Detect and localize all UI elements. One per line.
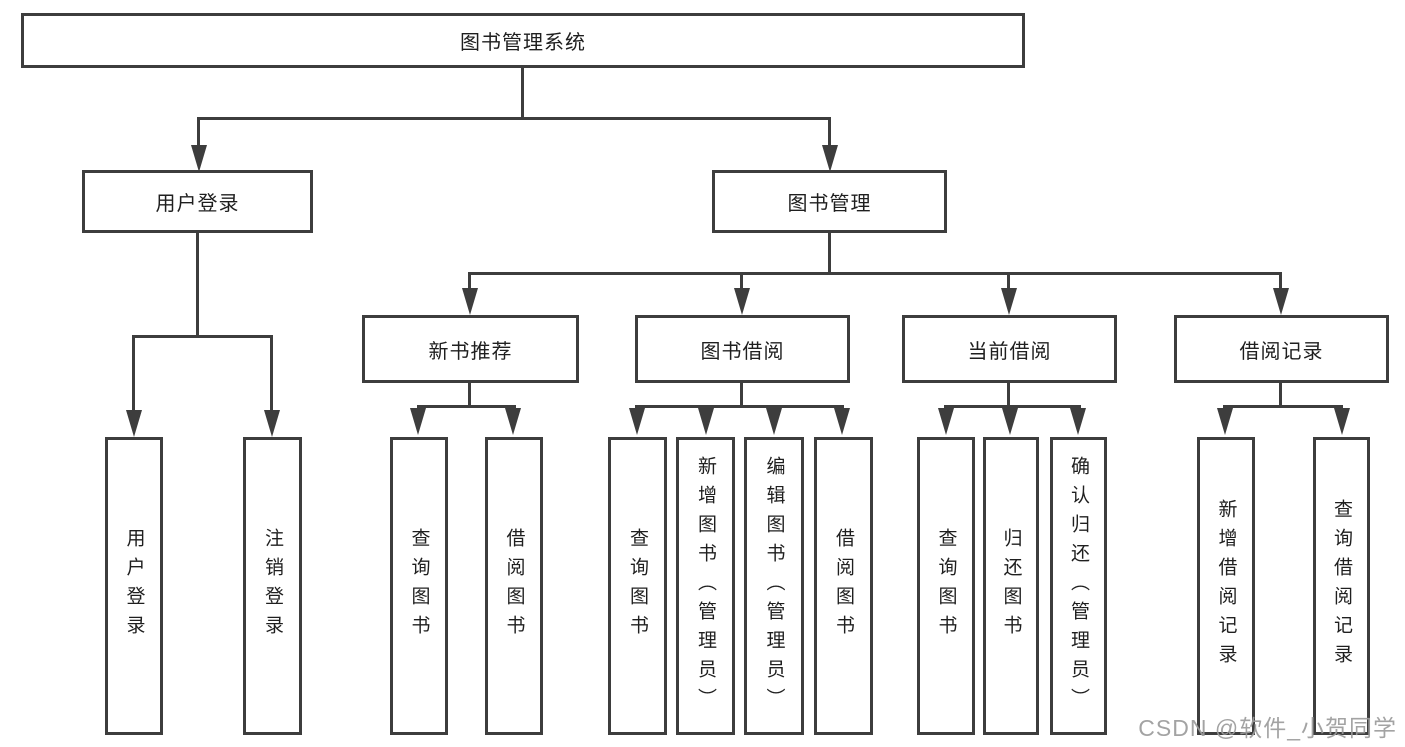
arrow-to-bb-query-icon [629, 408, 645, 435]
arrow-to-br-add-icon [1217, 408, 1233, 435]
arrow-to-br-query-icon [1334, 408, 1350, 435]
leaf-logout: 注销登录 [243, 437, 302, 735]
leaf-records-add-record: 新增借阅记录 [1197, 437, 1255, 735]
connector-current-borrow-shaft [1007, 274, 1010, 290]
leaf-newbook-query-books-label: 查询图书 [408, 528, 430, 644]
node-book-management: 图书管理 [712, 170, 947, 233]
leaf-borrow-borrow-books: 借阅图书 [814, 437, 873, 735]
leaf-current-confirm-return-admin: 确认归还（管理员） [1050, 437, 1107, 735]
connector-new-books-stem [468, 382, 471, 406]
arrow-to-user-login-icon [191, 145, 207, 172]
arrow-to-cb-confirm-icon [1070, 408, 1086, 435]
node-current-borrow: 当前借阅 [902, 315, 1117, 383]
leaf-user-login: 用户登录 [105, 437, 163, 735]
connector-new-books-shaft [468, 274, 471, 290]
connector-level3-rail [468, 272, 1282, 275]
leaf-current-return-books-label: 归还图书 [1000, 528, 1022, 644]
leaf-records-query-record: 查询借阅记录 [1313, 437, 1370, 735]
leaf-current-query-books-label: 查询图书 [935, 528, 957, 644]
connector-book-borrow-rail [635, 405, 844, 408]
node-borrow-records: 借阅记录 [1174, 315, 1389, 383]
node-root: 图书管理系统 [21, 13, 1025, 68]
node-user-login: 用户登录 [82, 170, 313, 233]
connector-user-login-rail [132, 335, 273, 338]
connector-new-books-rail [417, 405, 516, 408]
leaf-current-return-books: 归还图书 [983, 437, 1039, 735]
connector-book-borrow-shaft [740, 274, 743, 290]
connector-leaf-logout-shaft [270, 337, 273, 411]
leaf-user-login-label: 用户登录 [123, 528, 145, 644]
connector-root-stem [521, 66, 524, 119]
arrow-to-cb-return-icon [1002, 408, 1018, 435]
node-book-management-label: 图书管理 [787, 193, 872, 215]
arrow-to-book-mgmt-icon [822, 145, 838, 172]
node-root-label: 图书管理系统 [460, 32, 586, 54]
connector-book-mgmt-shaft [828, 119, 831, 147]
arrow-to-borrow-records-icon [1273, 288, 1289, 315]
node-user-login-label: 用户登录 [155, 193, 240, 215]
leaf-records-query-record-label: 查询借阅记录 [1331, 499, 1352, 673]
node-current-borrow-label: 当前借阅 [967, 340, 1052, 363]
connector-leaf-user-login-shaft [132, 337, 135, 411]
leaf-newbook-query-books: 查询图书 [390, 437, 448, 735]
arrow-to-nb-query-icon [410, 408, 426, 435]
node-borrow-records-label: 借阅记录 [1239, 340, 1324, 363]
connector-borrow-records-rail [1223, 405, 1343, 408]
arrow-to-book-borrow-icon [734, 288, 750, 315]
leaf-borrow-query-books: 查询图书 [608, 437, 667, 735]
node-new-book-recommend: 新书推荐 [362, 315, 579, 383]
leaf-current-query-books: 查询图书 [917, 437, 975, 735]
leaf-newbook-borrow-books: 借阅图书 [485, 437, 543, 735]
leaf-borrow-borrow-books-label: 借阅图书 [833, 528, 854, 644]
connector-current-borrow-stem [1007, 382, 1010, 406]
watermark: CSDN @软件_小贺同学 [1138, 715, 1397, 741]
arrow-to-current-borrow-icon [1001, 288, 1017, 315]
leaf-logout-label: 注销登录 [262, 528, 283, 644]
arrow-to-cb-query-icon [938, 408, 954, 435]
leaf-newbook-borrow-books-label: 借阅图书 [503, 528, 525, 644]
arrow-to-bb-borrow-icon [834, 408, 850, 435]
leaf-borrow-query-books-label: 查询图书 [627, 528, 648, 644]
connector-level2-rail [197, 117, 831, 120]
connector-current-borrow-rail [944, 405, 1081, 408]
leaf-borrow-edit-books-admin: 编辑图书（管理员） [744, 437, 804, 735]
connector-book-mgmt-stem [828, 232, 831, 274]
leaf-borrow-add-books-admin: 新增图书（管理员） [676, 437, 735, 735]
leaf-borrow-add-books-admin-label: 新增图书（管理员） [695, 455, 716, 717]
arrow-to-leaf-logout-icon [264, 410, 280, 437]
arrow-to-nb-borrow-icon [505, 408, 521, 435]
leaf-current-confirm-return-admin-label: 确认归还（管理员） [1068, 455, 1089, 717]
node-book-borrow: 图书借阅 [635, 315, 850, 383]
connector-borrow-records-shaft [1279, 274, 1282, 290]
node-book-borrow-label: 图书借阅 [700, 340, 785, 363]
node-new-book-recommend-label: 新书推荐 [428, 340, 513, 363]
connector-borrow-records-stem [1279, 382, 1282, 406]
leaf-records-add-record-label: 新增借阅记录 [1215, 499, 1237, 673]
connector-user-login-shaft [197, 119, 200, 147]
arrow-to-leaf-user-login-icon [126, 410, 142, 437]
connector-user-login-stem [196, 232, 199, 336]
arrow-to-bb-edit-icon [766, 408, 782, 435]
leaf-borrow-edit-books-admin-label: 编辑图书（管理员） [763, 455, 785, 717]
arrow-to-bb-add-icon [698, 408, 714, 435]
arrow-to-new-books-icon [462, 288, 478, 315]
connector-book-borrow-stem [740, 382, 743, 406]
